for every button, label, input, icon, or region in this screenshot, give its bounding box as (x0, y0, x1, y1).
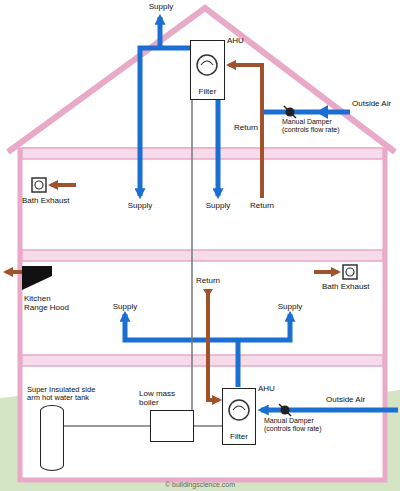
exhaust-fan-icon (343, 265, 357, 279)
component-label: AHU (227, 37, 244, 46)
duct-label: Supply (110, 303, 140, 312)
return-duct (208, 292, 219, 400)
fixture-label: Kitchen Range Hood (24, 295, 76, 313)
part-label: Filter (230, 433, 248, 442)
duct-label: Return (247, 202, 277, 211)
attic-space (8, 8, 395, 152)
component-label: Low mass boiler (139, 390, 189, 408)
floor-band (22, 355, 383, 366)
exhaust-arrow (6, 270, 22, 274)
blower-symbol (233, 406, 245, 410)
air-handler-box: AHUFilter (222, 388, 256, 445)
boiler-box: Low mass boiler (150, 410, 194, 442)
heating-pipe (64, 425, 150, 427)
blower-symbol (229, 400, 249, 420)
blower-symbol (201, 61, 213, 65)
exhaust-fan-icon (35, 181, 43, 189)
fixture-label: Bath Exhaust (22, 197, 76, 206)
duct-label: Return (194, 277, 222, 286)
component-label: AHU (258, 385, 275, 394)
component-label: Super Insulated side arm hot water tank (27, 386, 107, 403)
damper-symbol (279, 404, 291, 416)
supply-duct (158, 17, 163, 48)
exhaust-arrow (314, 270, 338, 274)
flow-arrow (203, 289, 213, 297)
part-label: Filter (199, 88, 217, 97)
watermark: © buildingscience.com (0, 481, 400, 489)
blower-symbol (197, 55, 217, 75)
duct-label: Outside Air (326, 396, 374, 405)
supply-duct (216, 100, 221, 196)
heating-pipe (194, 425, 222, 427)
damper-symbol (284, 106, 296, 118)
outside-air-duct (264, 110, 350, 115)
damper-label: Manual Damper (controls flow rate) (282, 118, 340, 133)
roof (8, 8, 395, 152)
supply-duct (236, 340, 241, 387)
exhaust-fan-icon (32, 178, 46, 192)
duct-label: Outside Air (352, 100, 398, 109)
flow-arrow (316, 105, 328, 119)
hot-water-tank: Super Insulated side arm hot water tank (40, 405, 64, 471)
house-walls (20, 150, 385, 480)
air-handler-box: AHUFilter (190, 40, 225, 100)
duct-label: Supply (203, 202, 233, 211)
supply-duct (140, 48, 190, 196)
range-hood (22, 266, 52, 290)
attic-floor (22, 148, 383, 159)
exhaust-fan-icon (346, 268, 354, 276)
heating-pipe (191, 100, 193, 410)
fixture-label: Bath Exhaust (322, 283, 378, 292)
damper-label: Manual Damper (controls flow rate) (264, 417, 322, 432)
duct-label: Supply (146, 3, 176, 12)
exhaust-arrow (51, 183, 76, 187)
duct-label: Supply (275, 303, 305, 312)
floor-band (22, 250, 383, 261)
duct-label: Return (222, 124, 258, 133)
duct-label: Supply (125, 202, 155, 211)
